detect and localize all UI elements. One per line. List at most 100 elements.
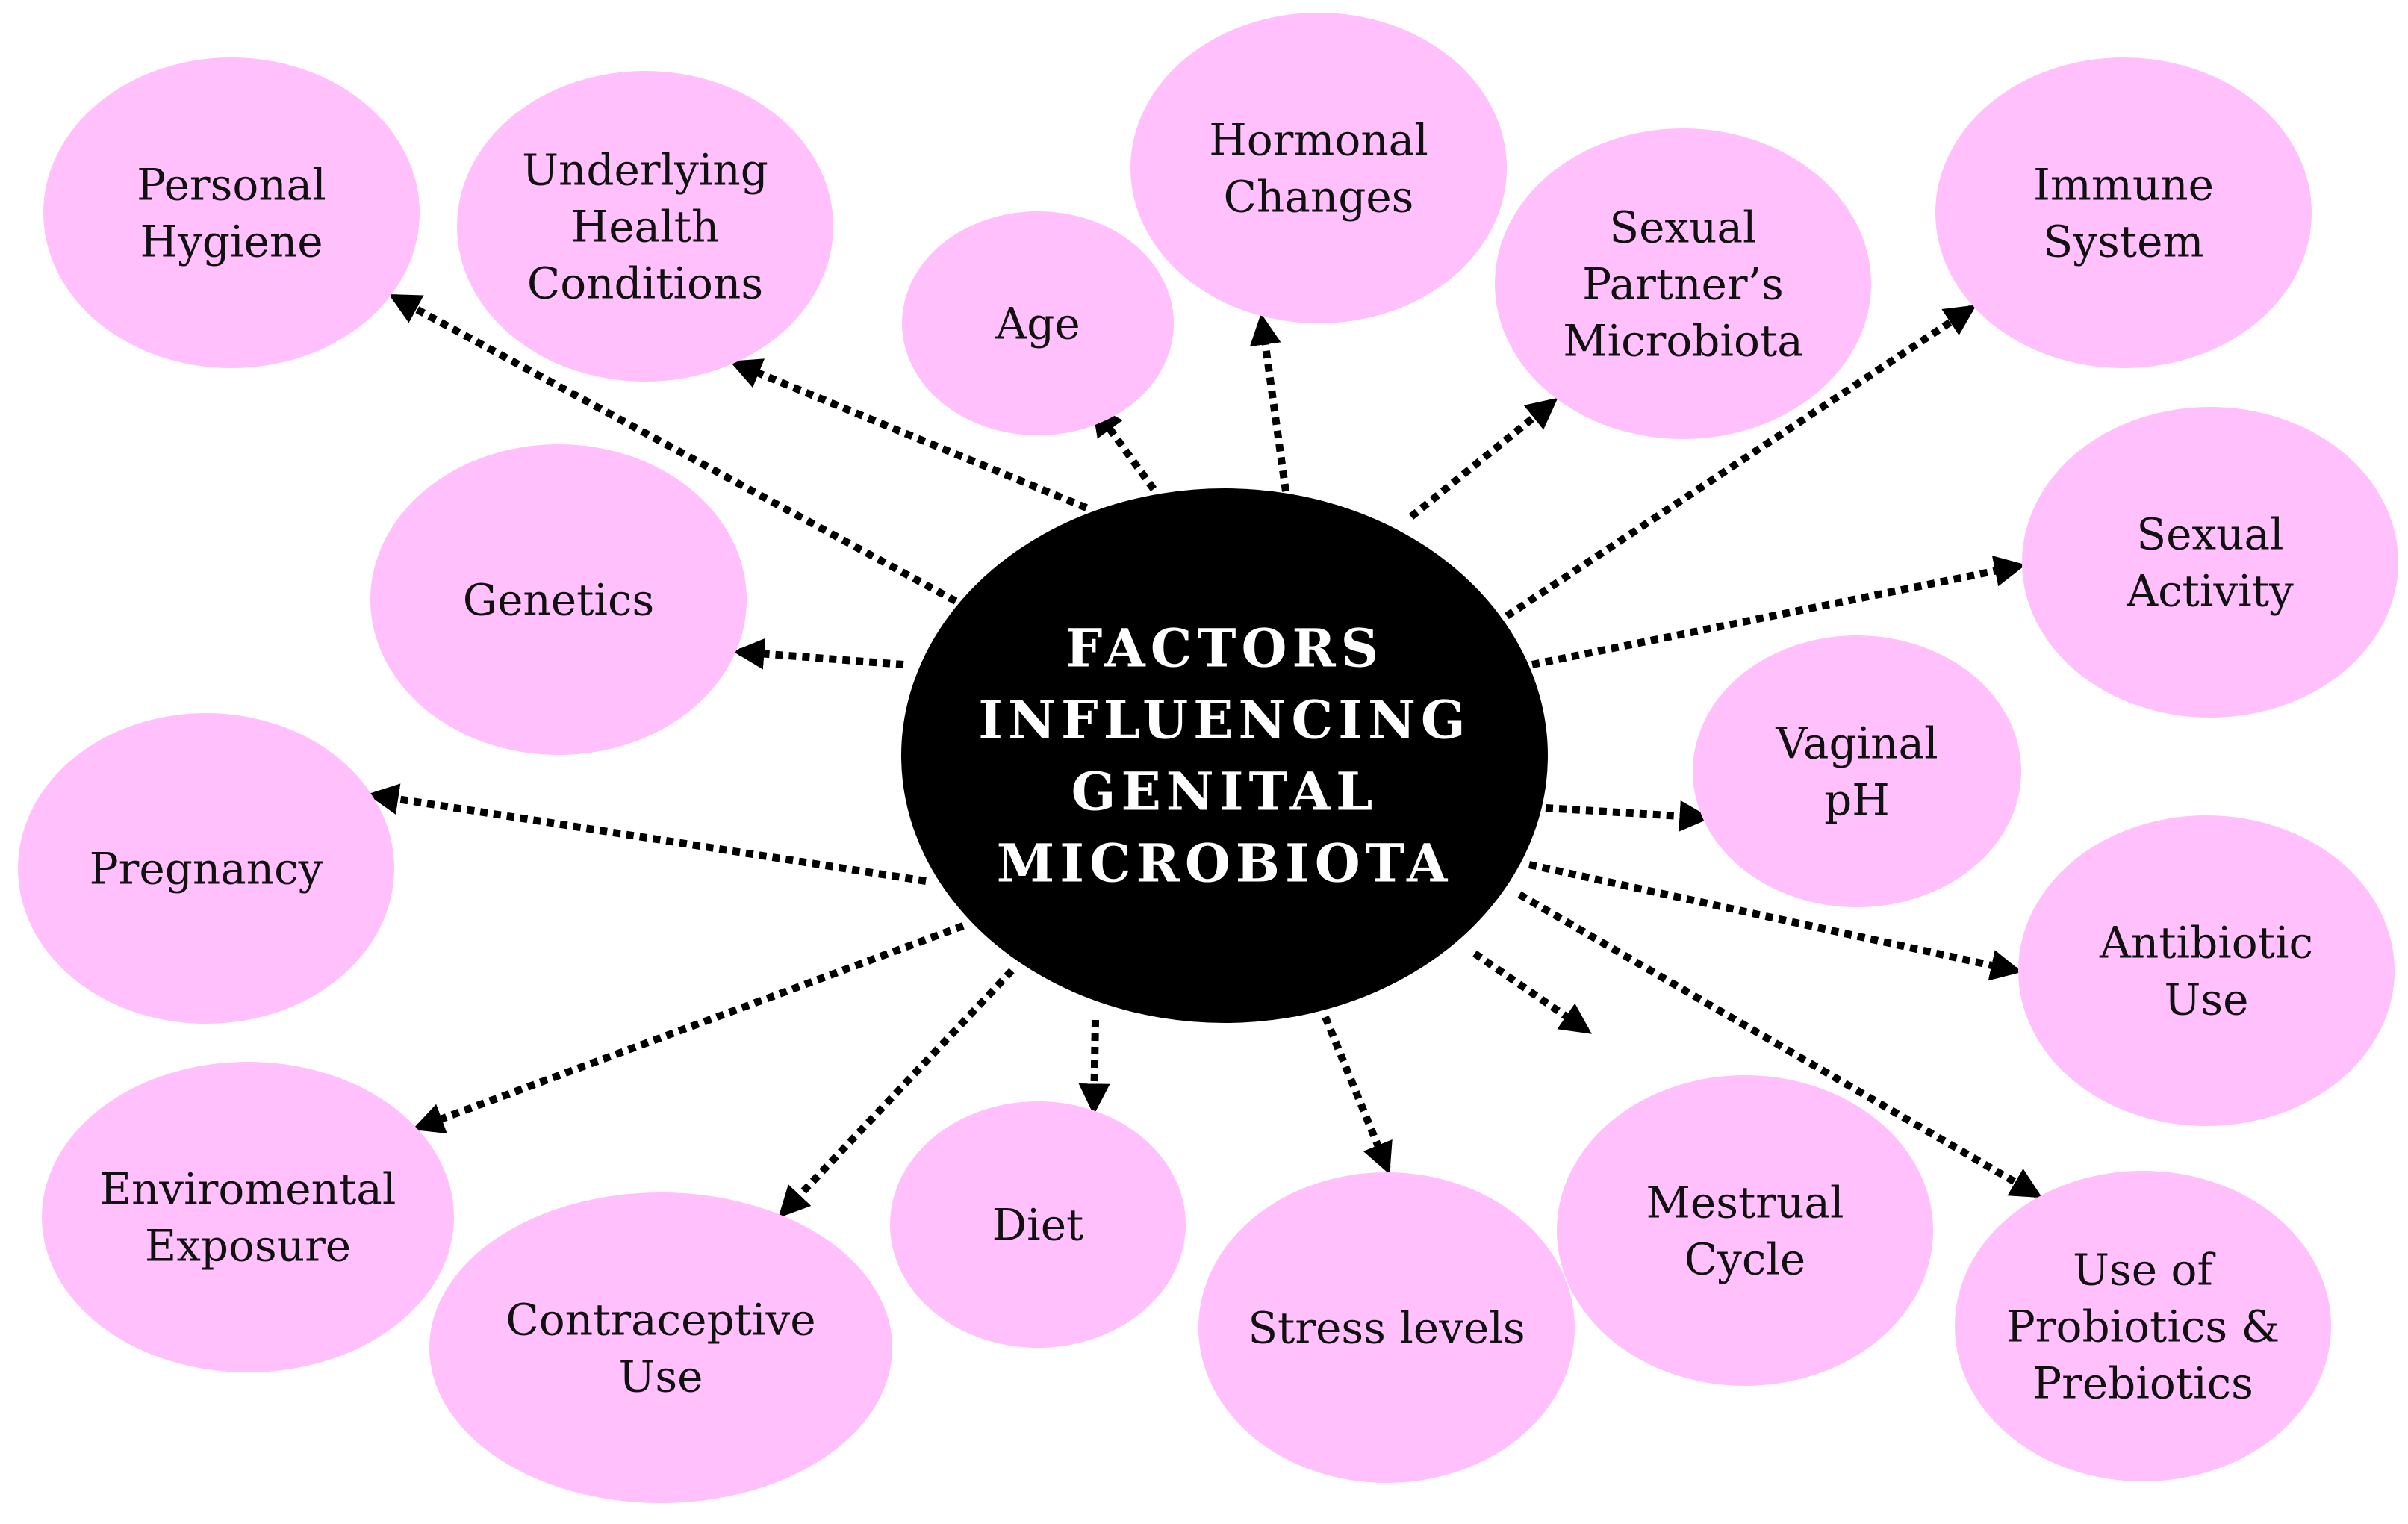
factor-sexual-activity-label-line: Sexual [2136,508,2283,559]
factor-stress-levels-label: Stress levels [1248,1302,1525,1353]
arrow-to-antibiotic-use [1528,861,2023,981]
factor-stress-levels-label-line: Stress levels [1248,1302,1525,1353]
factor-bubble [1955,1171,2331,1481]
factor-bubble [2022,407,2398,718]
central-label-line: MICROBIOTA [997,833,1453,895]
factor-diet-label: Diet [992,1199,1084,1250]
factor-immune-system-label-line: Immune [2033,159,2214,210]
arrow-to-underlying-health-conditions [729,358,1088,511]
arrows-layer [367,293,2043,1219]
factor-mestrual-cycle-label-line: Mestrual [1646,1177,1844,1228]
arrow-to-immune-system [1505,305,1977,620]
factor-underlying-health-conditions-label-line: Conditions [527,258,763,308]
arrow-to-age [1092,404,1157,491]
arrow-to-pregnancy [367,783,927,885]
factor-age-label-line: Age [995,298,1080,349]
factor-bubble [43,57,420,368]
factor-bubble [1198,1172,1575,1483]
factor-bubble [1935,57,2312,368]
factor-sexual-partners-microbiota-label-line: Partner’s [1582,258,1784,309]
central-label-line: GENITAL [1071,761,1378,823]
factor-contraceptive-use-label-line: Contraceptive [505,1294,815,1345]
arrow-to-use-of-probiotics-prebiotics [1517,891,2043,1198]
factor-bubble [42,1062,454,1372]
factor-bubble [2018,815,2395,1126]
factor-bubble [890,1101,1186,1348]
factor-personal-hygiene-label-line: Personal [137,159,326,210]
factor-mestrual-cycle-label-line: Cycle [1684,1234,1806,1284]
factor-node-genetics: Genetics [370,444,747,755]
central-label-line: INFLUENCING [978,689,1470,751]
factor-pregnancy-label-line: Pregnancy [90,843,323,894]
factor-age-label: Age [995,298,1080,349]
central-label: FACTORS INFLUENCING GENITAL MICROBIOTA [978,618,1470,895]
central-ellipse [901,488,1548,1023]
factor-use-of-probiotics-prebiotics-label-line: Prebiotics [2032,1357,2253,1408]
arrow-to-hormonal-changes [1249,313,1289,492]
factor-bubble [902,211,1174,435]
central-label-line: FACTORS [1065,618,1384,679]
factor-genetics-label-line: Genetics [463,574,654,625]
factor-underlying-health-conditions-label-line: Health [571,201,720,252]
factor-node-pregnancy: Pregnancy [18,713,394,1024]
factor-node-diet: Diet [890,1101,1186,1348]
factor-use-of-probiotics-prebiotics-label-line: Probiotics & [2006,1301,2280,1352]
factor-bubble [1130,13,1507,323]
factor-node-use-of-probiotics-prebiotics: Use of Probiotics &Prebiotics [1955,1171,2331,1481]
factor-diet-label-line: Diet [992,1199,1084,1250]
factor-antibiotic-use-label-line: Use [2165,974,2249,1024]
factor-bubble [1693,635,2021,907]
factor-bubble [1495,128,1871,439]
arrow-to-stress-levels [1322,1016,1393,1175]
factor-vaginal-ph-label-line: pH [1824,774,1890,825]
arrow-to-genetics [732,638,904,670]
factor-sexual-activity-label-line: Activity [2126,565,2294,616]
arrow-to-sexual-partners-microbiota [1408,397,1558,520]
arrow-to-enviromental-exposure [412,922,965,1134]
arrow-to-mestrual-cycle [1472,950,1592,1034]
factor-genetics-label: Genetics [463,574,654,625]
factor-use-of-probiotics-prebiotics-label: Use of Probiotics &Prebiotics [2006,1244,2280,1408]
factor-hormonal-changes-label-line: Hormonal [1209,114,1428,165]
factor-personal-hygiene-label-line: Hygiene [140,216,323,267]
factor-hormonal-changes-label-line: Changes [1224,171,1414,222]
factor-sexual-partners-microbiota-label-line: Sexual [1609,202,1756,252]
factor-bubble [429,1192,892,1503]
factor-underlying-health-conditions-label-line: Underlying [522,144,768,195]
factor-node-stress-levels: Stress levels [1198,1172,1575,1483]
factor-enviromental-exposure-label-line: Enviromental [100,1163,396,1214]
factor-immune-system-label-line: System [2044,216,2204,267]
arrow-to-diet [1078,1019,1110,1116]
arrow-to-sexual-activity [1531,556,2026,668]
factor-bubble [1557,1075,1933,1386]
factor-bubble [457,71,833,382]
arrow-to-vaginal-ph [1545,800,1711,832]
factor-enviromental-exposure-label-line: Exposure [145,1220,351,1271]
factor-bubble [370,444,747,755]
factor-bubble [18,713,394,1024]
factor-use-of-probiotics-prebiotics-label-line: Use of [2073,1244,2215,1295]
factor-sexual-partners-microbiota-label-line: Microbiota [1563,315,1803,366]
factor-pregnancy-label: Pregnancy [90,843,323,894]
